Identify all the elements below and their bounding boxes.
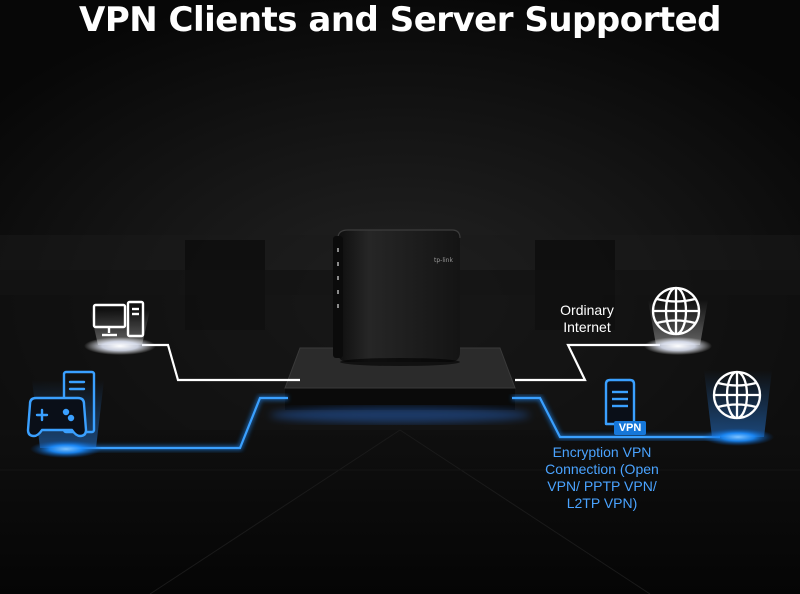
globe-icon: [651, 286, 701, 336]
game-console-icon: [26, 370, 96, 438]
floor: [0, 429, 800, 594]
vpn-connection-lines: [70, 395, 720, 451]
encryption-vpn-label: Encryption VPN Connection (Open VPN/ PPT…: [540, 444, 664, 512]
page-title: VPN Clients and Server Supported: [79, 0, 722, 40]
desktop-computer-icon: [92, 300, 145, 338]
vpn-server-icon: [604, 378, 636, 426]
ordinary-internet-label: Ordinary Internet: [548, 302, 626, 336]
router: tp-link: [333, 229, 461, 366]
vpn-badge: VPN: [614, 421, 646, 435]
globe-icon: [712, 370, 762, 420]
ordinary-internet-text: Ordinary Internet: [560, 302, 614, 335]
encryption-vpn-text: Encryption VPN Connection (Open VPN/ PPT…: [545, 444, 659, 511]
router-logo: tp-link: [434, 257, 453, 264]
